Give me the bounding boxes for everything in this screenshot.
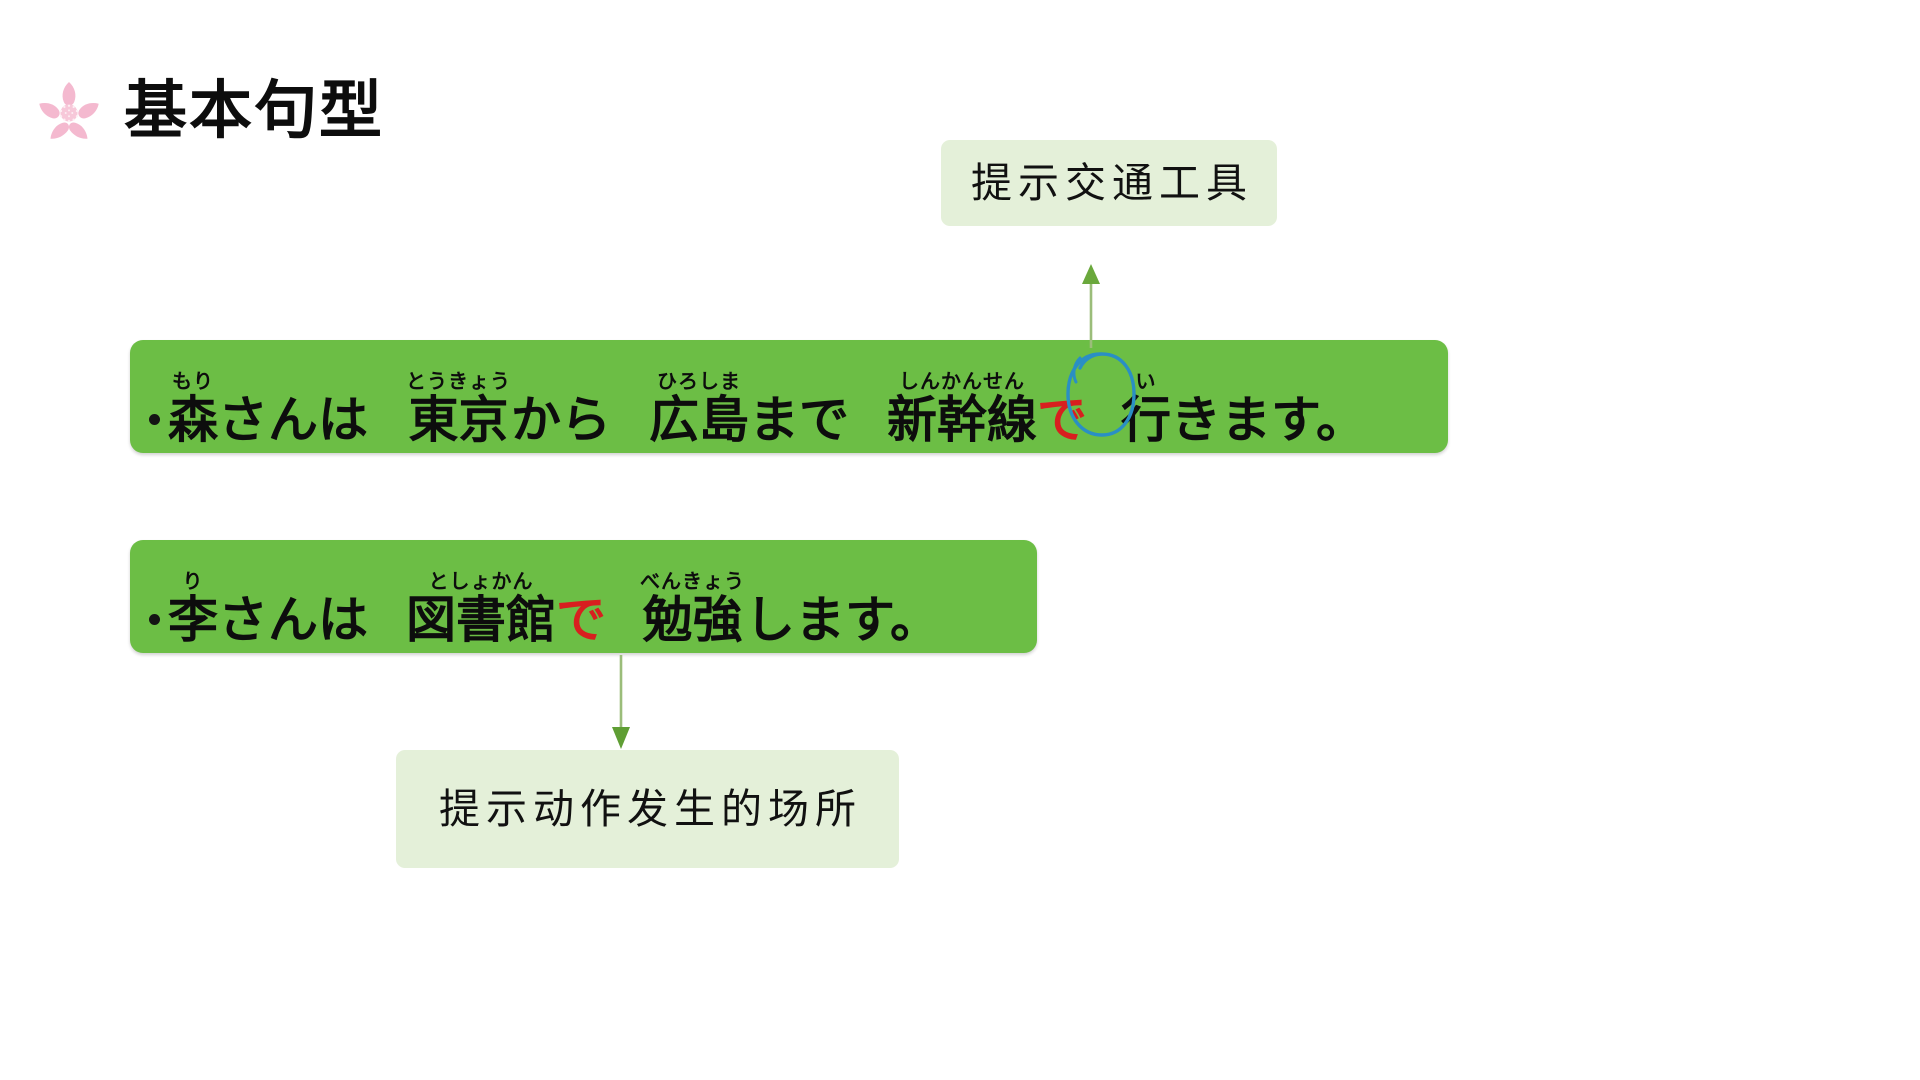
sentence-bar-1: もり 森 さんは とうきょう 東京 から ひろしま 広島 まで — [130, 340, 1448, 453]
base-hiroshima: 広島 — [649, 392, 749, 448]
sentence-bar-2: り 李 さんは としょかん 図書館 で べんきょう 勉強 します — [130, 540, 1037, 653]
phrase-subject-2: り 李 さんは — [168, 572, 368, 647]
arrow-up-icon — [1082, 264, 1100, 348]
base-shinkansen: 新幹線 — [887, 392, 1037, 448]
word-tokyo: とうきょう 東京 — [406, 372, 511, 447]
furigana-iki: い — [1135, 371, 1157, 393]
word-toshokan: としょかん 図書館 — [406, 572, 556, 647]
phrase-subject-1: もり 森 さんは — [168, 372, 368, 447]
furigana-benkyou: べんきょう — [640, 571, 745, 593]
bullet-point-icon — [149, 414, 160, 425]
base-shimasu: します。 — [745, 592, 940, 648]
callout-text-transport: 提示交通工具 — [971, 159, 1253, 206]
word-san-wa-1: さんは — [218, 372, 368, 447]
word-shimasu: します。 — [745, 572, 940, 647]
particle-de-1: で — [1037, 392, 1087, 448]
word-shinkansen: しんかんせん 新幹線 — [887, 372, 1037, 447]
word-particle-de-2: で — [556, 572, 606, 647]
furigana-hiroshima: ひろしま — [657, 371, 741, 393]
word-mori: もり 森 — [168, 372, 218, 447]
base-iki: 行 — [1121, 392, 1171, 448]
base-kimasu: きます。 — [1171, 392, 1366, 448]
word-kara: から — [511, 372, 611, 447]
word-particle-de-1: で — [1037, 372, 1087, 447]
base-mori: 森 — [168, 392, 218, 448]
base-san-wa-1: さんは — [218, 392, 368, 448]
bullet-point-icon — [149, 614, 160, 625]
word-iki: い 行 — [1121, 372, 1171, 447]
furigana-mori: もり — [172, 371, 214, 393]
base-tokyo: 東京 — [408, 392, 509, 448]
phrase-verb-2: べんきょう 勉強 します。 — [640, 572, 940, 647]
furigana-tokyo: とうきょう — [406, 371, 511, 393]
particle-de-2: で — [556, 592, 606, 648]
base-toshokan: 図書館 — [406, 592, 556, 648]
furigana-toshokan: としょかん — [428, 571, 534, 593]
page-title: 基本句型 — [124, 75, 384, 146]
furigana-shinkansen: しんかんせん — [899, 371, 1025, 393]
page-header: 基本句型 — [36, 78, 384, 144]
word-hiroshima: ひろしま 広島 — [649, 372, 749, 447]
callout-text-location: 提示动作发生的场所 — [439, 785, 862, 832]
base-made: まで — [749, 392, 849, 448]
word-benkyou: べんきょう 勉強 — [640, 572, 745, 647]
phrase-means-1: しんかんせん 新幹線 で — [887, 372, 1087, 447]
arrow-down-icon — [612, 655, 630, 749]
word-kimasu: きます。 — [1171, 372, 1366, 447]
furigana-ri: り — [182, 571, 204, 593]
base-ri: 李 — [168, 592, 218, 648]
word-ri: り 李 — [168, 572, 218, 647]
phrase-destination-1: ひろしま 広島 まで — [649, 372, 849, 447]
base-benkyou: 勉強 — [642, 592, 743, 648]
phrase-verb-1: い 行 きます。 — [1121, 372, 1366, 447]
phrase-origin-1: とうきょう 東京 から — [406, 372, 611, 447]
word-san-wa-2: さんは — [218, 572, 368, 647]
callout-box-location: 提示动作发生的场所 — [396, 750, 899, 868]
phrase-place-2: としょかん 図書館 で — [406, 572, 606, 647]
sakura-flower-icon — [39, 81, 99, 139]
base-kara: から — [511, 392, 611, 448]
word-made: まで — [749, 372, 849, 447]
callout-box-transport: 提示交通工具 — [941, 140, 1277, 226]
base-san-wa-2: さんは — [218, 592, 368, 648]
